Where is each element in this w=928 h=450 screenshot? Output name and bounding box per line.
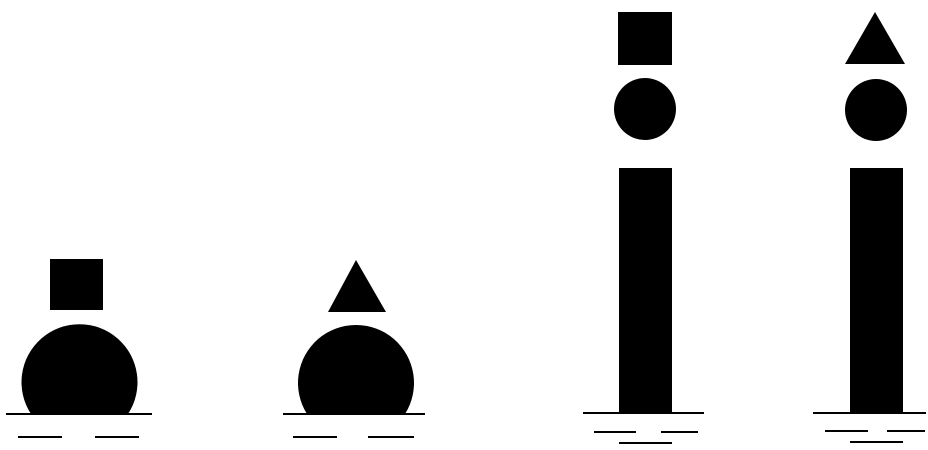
triangle-topmark-icon: [328, 260, 386, 312]
spar-body-icon: [850, 168, 903, 413]
spar-buoy-square-sphere-topmark: [583, 12, 704, 443]
square-topmark-icon: [618, 12, 672, 65]
water-line-icon: [283, 414, 425, 437]
water-line-icon: [813, 413, 926, 442]
circle-topmark-icon: [614, 78, 676, 140]
spherical-buoy-triangle-topmark: [283, 260, 425, 437]
spar-body-icon: [619, 168, 672, 413]
spherical-body-icon: [298, 325, 414, 414]
water-line-icon: [583, 413, 704, 443]
water-line-icon: [6, 414, 152, 437]
spar-buoy-triangle-sphere-topmark: [813, 12, 926, 442]
circle-topmark-icon: [845, 79, 907, 141]
triangle-topmark-icon: [845, 12, 905, 64]
spherical-body-icon: [21, 324, 137, 414]
square-topmark-icon: [50, 259, 103, 310]
spherical-buoy-square-topmark: [6, 259, 152, 437]
